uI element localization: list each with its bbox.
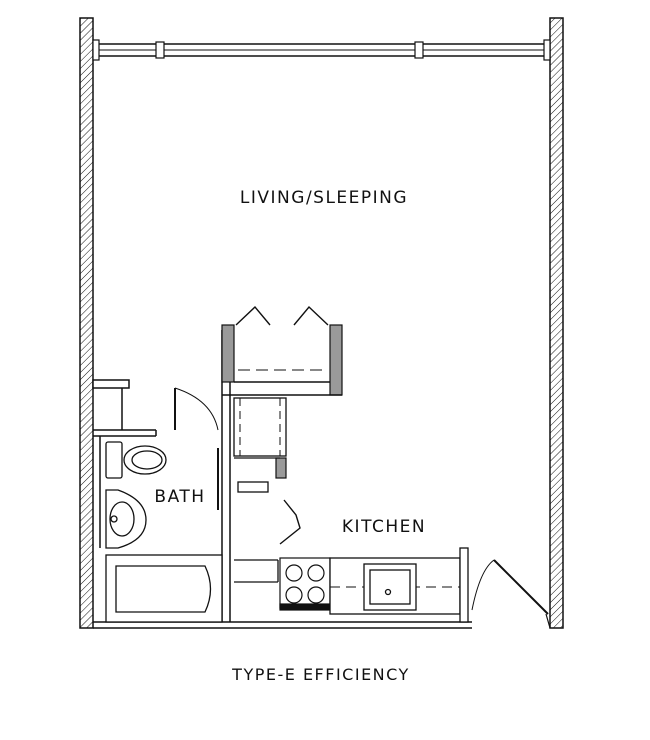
- closet: [221, 305, 343, 396]
- right-exterior-wall: [549, 17, 564, 629]
- window: [92, 39, 551, 61]
- kitchen-counter: [329, 547, 469, 623]
- closet-wall-right: [329, 324, 343, 396]
- bath-door[interactable]: [174, 387, 219, 510]
- closet-bifold-door-left[interactable]: [235, 305, 271, 326]
- closet-wall-left: [221, 324, 235, 383]
- exterior-walls: [79, 17, 564, 629]
- kitchen-door[interactable]: [279, 499, 301, 545]
- kitchen-storage: [234, 481, 279, 583]
- bathtub: [105, 554, 223, 623]
- bath-label: BATH: [154, 487, 205, 507]
- left-exterior-wall: [79, 17, 94, 629]
- stove: [279, 557, 331, 611]
- toilet: [105, 441, 167, 479]
- refrigerator: [233, 397, 287, 479]
- entry-door[interactable]: [471, 559, 551, 629]
- kitchen-label: KITCHEN: [342, 517, 426, 537]
- bath-sink: [105, 489, 147, 549]
- closet-bifold-door-right[interactable]: [293, 305, 329, 326]
- plan-caption: TYPE-E EFFICIENCY: [231, 665, 410, 684]
- living-sleeping-label: LIVING/SLEEPING: [240, 188, 408, 208]
